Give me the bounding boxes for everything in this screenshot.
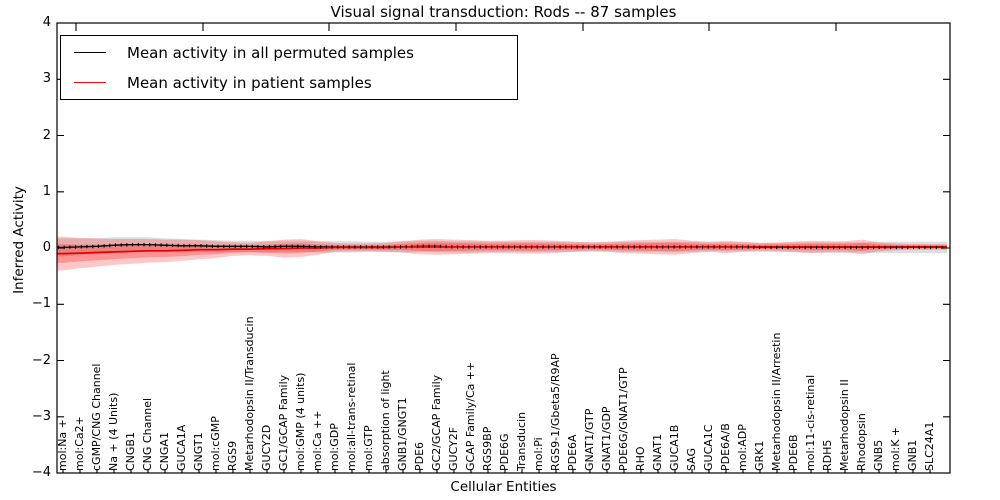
x-tick-label: PDE6A/B: [719, 423, 732, 471]
x-tick-label: mol:Ca2+: [73, 416, 86, 471]
y-tick-label: −2: [31, 352, 51, 368]
line-patient-mean: [57, 246, 947, 255]
legend-entry-patient: Mean activity in patient samples: [61, 70, 517, 96]
x-axis-label: Cellular Entities: [450, 479, 557, 495]
x-tick-label: GNAT1: [651, 433, 664, 471]
x-tick-label: GNAT1/GDP: [600, 406, 613, 471]
x-tick-label: RGS9: [226, 440, 239, 471]
x-tick-label: Rhodopsin: [855, 413, 868, 471]
legend-line-sample-permuted: [74, 52, 106, 53]
y-tick-label: 3: [42, 71, 51, 87]
x-tick-label: RGS9-1/Gbeta5/R9AP: [549, 353, 562, 471]
x-tick-label: GUCA1C: [702, 424, 715, 471]
x-tick-label: GNGT1: [192, 432, 205, 471]
legend: Mean activity in all permuted samples Me…: [60, 35, 518, 100]
x-tick-label: PDE6A: [566, 434, 579, 471]
legend-line-sample-patient: [74, 82, 106, 83]
y-tick-label: −3: [31, 408, 51, 424]
x-tick-label: GUCY2F: [447, 426, 460, 471]
chart-title: Visual signal transduction: Rods -- 87 s…: [330, 3, 677, 21]
x-tick-label: PDE6G: [498, 433, 511, 471]
x-tick-label: mol:Pi: [532, 437, 545, 471]
x-tick-label: Transducin: [515, 411, 528, 471]
x-tick-label: GRK1: [753, 440, 766, 471]
x-tick-label: PDE6B: [787, 434, 800, 471]
y-tick-label: 1: [42, 183, 51, 199]
x-tick-label: GNB1/GNGT1: [396, 397, 409, 471]
x-tick-label: RGS9BP: [481, 426, 494, 471]
legend-label-patient: Mean activity in patient samples: [127, 73, 372, 92]
legend-entry-permuted: Mean activity in all permuted samples: [61, 40, 517, 66]
x-tick-label: CNG Channel: [141, 397, 154, 471]
x-tick-label: mol:all-trans-retinal: [345, 362, 358, 471]
x-tick-label: mol:GDP: [328, 423, 341, 471]
x-tick-label: GUCA1B: [668, 424, 681, 471]
x-tick-label: mol:11-cis-retinal: [804, 374, 817, 471]
x-tick-label: GNAT1/GTP: [583, 408, 596, 471]
x-tick-label: mol:cGMP: [209, 416, 222, 471]
x-tick-label: mol:Ca ++: [311, 410, 324, 471]
x-tick-label: Metarhodopsin II/Transducin: [243, 316, 256, 471]
x-tick-label: SAG: [685, 447, 698, 471]
x-tick-label: RHO: [634, 446, 647, 471]
axis-ticks: [57, 22, 950, 474]
x-tick-label: mol:ADP: [736, 424, 749, 471]
x-tick-label: Metarhodopsin II: [838, 379, 851, 471]
x-tick-label: CNGB1: [124, 432, 137, 471]
x-tick-label: Metarhodopsin II/Arrestin: [770, 332, 783, 471]
x-tick-label: GUCA1A: [175, 424, 188, 471]
y-tick-label: −4: [31, 465, 51, 480]
legend-label-permuted: Mean activity in all permuted samples: [127, 43, 414, 62]
x-tick-label: cGMP/CNG Channel: [90, 363, 103, 472]
x-tick-label: Na + (4 Units): [107, 392, 120, 471]
x-tick-label: GNB1: [906, 439, 919, 471]
x-tick-label: mol:GTP: [362, 425, 375, 471]
x-tick-label: CNGA1: [158, 432, 171, 471]
x-tick-label: PDE6: [413, 441, 426, 471]
y-tick-label: −1: [31, 296, 51, 312]
y-tick-label: 0: [42, 240, 51, 255]
permuted-line-tick-markers: [57, 242, 943, 250]
y-tick-label: 4: [42, 15, 51, 30]
x-tick-label: PDE6G/GNAT1/GTP: [617, 367, 630, 471]
x-tick-label: absorption of light: [379, 370, 392, 471]
x-tick-label: GUCY2D: [260, 424, 273, 471]
x-tick-label: SLC24A1: [923, 421, 936, 471]
x-tick-label: GC2/GCAP Family: [430, 374, 443, 471]
band-patient-samples-outer: [57, 236, 947, 271]
x-tick-label: GC1/GCAP Family: [277, 374, 290, 471]
x-tick-label: mol:GMP (4 units): [294, 372, 307, 471]
x-tick-label: GNB5: [872, 439, 885, 471]
x-tick-label: mol:Na +: [56, 419, 69, 471]
x-tick-label: RDH5: [821, 439, 834, 471]
y-tick-label: 2: [42, 127, 51, 143]
x-tick-label: GCAP Family/Ca ++: [464, 361, 477, 471]
x-tick-label: mol:K +: [889, 426, 902, 471]
